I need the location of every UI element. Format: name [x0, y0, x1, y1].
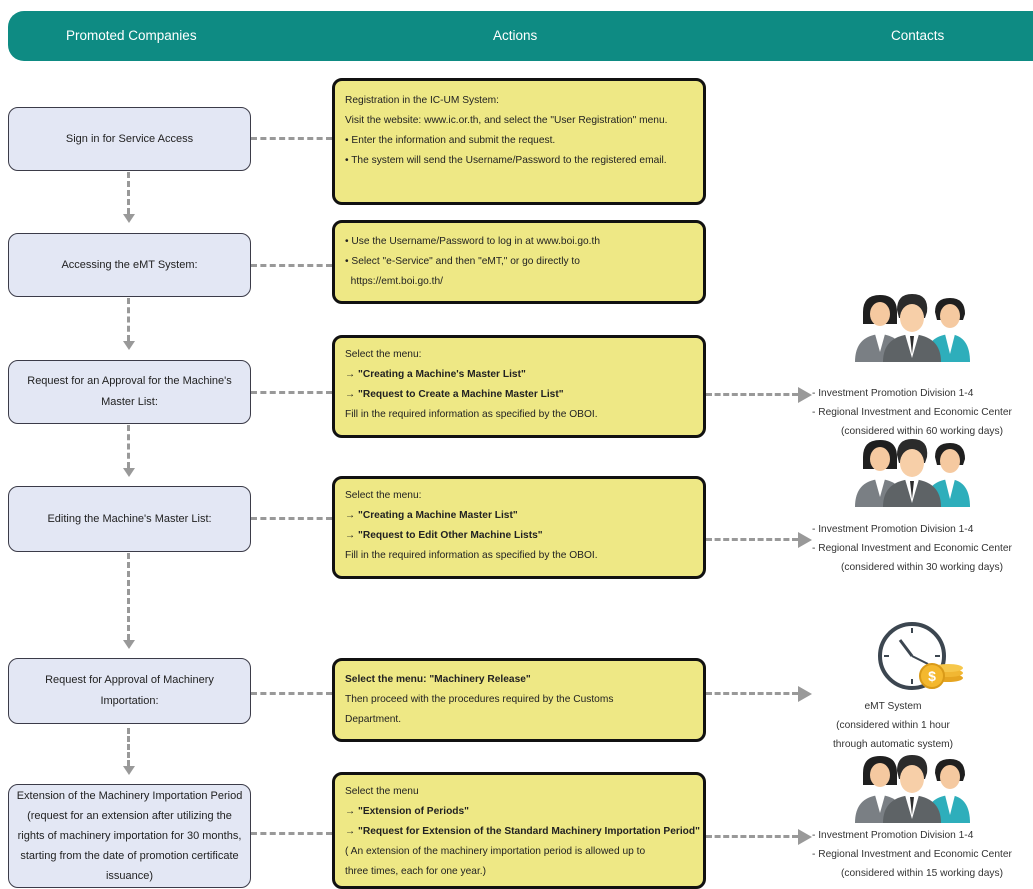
- action-line: → "Request to Create a Machine Master Li…: [345, 389, 564, 400]
- step-label: Accessing the eMT System:: [61, 258, 198, 271]
- action-line: https://emt.boi.go.th/: [345, 276, 443, 287]
- arrow-right-icon: [798, 387, 812, 403]
- people-group-icon: [855, 439, 970, 507]
- contact-line: eMT System: [864, 701, 922, 712]
- connector-dash: [706, 393, 798, 396]
- header-promoted-companies: Promoted Companies: [66, 28, 197, 43]
- contact-line: (considered within 1 hour: [836, 720, 950, 731]
- connector-dash: [706, 692, 798, 695]
- connector-dash: [706, 835, 798, 838]
- contact-line: - Regional Investment and Economic Cente…: [812, 407, 1012, 418]
- contact-line: (considered within 60 working days): [841, 426, 1003, 437]
- step-machinery-importation-box: Request for Approval of Machinery Import…: [8, 658, 251, 724]
- arrow-down-icon: [123, 341, 135, 350]
- action-line: → "Creating a Machine's Master List": [345, 369, 526, 380]
- step-label: Extension of the Machinery Importation P…: [16, 790, 243, 882]
- action-line: Select the menu: [345, 786, 419, 797]
- contact-line: - Investment Promotion Division 1-4: [812, 388, 974, 399]
- action-box-sign-in: Registration in the IC-UM System: Visit …: [332, 78, 706, 205]
- action-line: • Enter the information and submit the r…: [345, 135, 556, 146]
- action-box-extension-period: Select the menu → "Extension of Periods"…: [332, 772, 706, 889]
- action-line: Registration in the IC-UM System:: [345, 95, 499, 106]
- arrow-right-icon: [798, 829, 812, 845]
- action-line: • Use the Username/Password to log in at…: [345, 236, 600, 247]
- action-line: → "Request to Edit Other Machine Lists": [345, 530, 543, 541]
- arrow-down-icon: [123, 214, 135, 223]
- action-box-master-list-approval: Select the menu: → "Creating a Machine's…: [332, 335, 706, 438]
- action-line: Then proceed with the procedures require…: [345, 694, 614, 705]
- connector-dash: [251, 517, 332, 520]
- action-line: ( An extension of the machinery importat…: [345, 846, 646, 857]
- step-edit-master-list-box: Editing the Machine's Master List:: [8, 486, 251, 552]
- step-label: Sign in for Service Access: [65, 132, 194, 145]
- arrow-right-icon: [798, 686, 812, 702]
- flow-connector: [127, 728, 130, 766]
- contact-line: - Investment Promotion Division 1-4: [812, 524, 974, 535]
- flow-connector: [127, 172, 130, 214]
- action-box-emt-access: • Use the Username/Password to log in at…: [332, 220, 706, 304]
- arrow-down-icon: [123, 640, 135, 649]
- contact-line: - Investment Promotion Division 1-4: [812, 830, 974, 841]
- action-line: Fill in the required information as spec…: [345, 550, 598, 561]
- people-group-icon: [855, 294, 970, 362]
- action-line: → "Extension of Periods": [345, 806, 470, 817]
- step-master-list-approval-box: Request for an Approval for the Machine'…: [8, 360, 251, 424]
- connector-dash: [251, 832, 332, 835]
- connector-dash: [251, 264, 332, 267]
- action-line: Select the menu:: [345, 490, 422, 501]
- contact-line: through automatic system): [832, 739, 954, 750]
- flow-connector: [127, 425, 130, 468]
- header-contacts: Contacts: [891, 28, 945, 43]
- contact-line: (considered within 15 working days): [841, 868, 1003, 879]
- header-bar: Promoted Companies Actions Contacts: [8, 11, 1033, 61]
- action-line: → "Request for Extension of the Standard…: [345, 826, 700, 837]
- step-sign-in-box: Sign in for Service Access: [8, 107, 251, 171]
- action-line: Select the menu: "Machinery Release": [345, 674, 531, 685]
- action-line: Fill in the required information as spec…: [345, 409, 598, 420]
- svg-text:$: $: [928, 668, 936, 684]
- action-box-machinery-importation: Select the menu: "Machinery Release" The…: [332, 658, 706, 742]
- contact-block: eMT System (considered within 1 hour thr…: [800, 697, 986, 754]
- action-line: Select the menu:: [345, 349, 422, 360]
- action-line: Visit the website: www.ic.or.th, and sel…: [345, 115, 668, 126]
- arrow-down-icon: [123, 468, 135, 477]
- clock-coin-icon: $: [878, 622, 963, 690]
- contact-line: - Regional Investment and Economic Cente…: [812, 543, 1012, 554]
- contact-block: - Investment Promotion Division 1-4 - Re…: [812, 826, 1033, 883]
- action-line: three times, each for one year.): [345, 866, 486, 877]
- action-line: • Select "e-Service" and then "eMT," or …: [345, 256, 580, 267]
- header-actions: Actions: [493, 28, 538, 43]
- contact-block: - Investment Promotion Division 1-4 - Re…: [812, 520, 1033, 577]
- step-label: Editing the Machine's Master List:: [47, 512, 212, 525]
- action-line: Department.: [345, 714, 402, 725]
- connector-dash: [251, 692, 332, 695]
- step-extension-period-box: Extension of the Machinery Importation P…: [8, 784, 251, 888]
- action-line: → "Creating a Machine Master List": [345, 510, 518, 521]
- connector-dash: [251, 391, 332, 394]
- connector-dash: [251, 137, 332, 140]
- arrow-down-icon: [123, 766, 135, 775]
- arrow-right-icon: [798, 532, 812, 548]
- connector-dash: [706, 538, 798, 541]
- action-line: • The system will send the Username/Pass…: [345, 155, 667, 166]
- people-group-icon: [855, 755, 970, 823]
- contact-block: - Investment Promotion Division 1-4 - Re…: [812, 384, 1033, 441]
- flow-connector: [127, 553, 130, 640]
- flow-connector: [127, 298, 130, 341]
- step-label: Request for Approval of Machinery Import…: [45, 674, 214, 707]
- contact-line: - Regional Investment and Economic Cente…: [812, 849, 1012, 860]
- contact-line: (considered within 30 working days): [841, 562, 1003, 573]
- step-label: Request for an Approval for the Machine'…: [27, 375, 232, 408]
- action-box-edit-master-list: Select the menu: → "Creating a Machine M…: [332, 476, 706, 579]
- step-emt-access-box: Accessing the eMT System:: [8, 233, 251, 297]
